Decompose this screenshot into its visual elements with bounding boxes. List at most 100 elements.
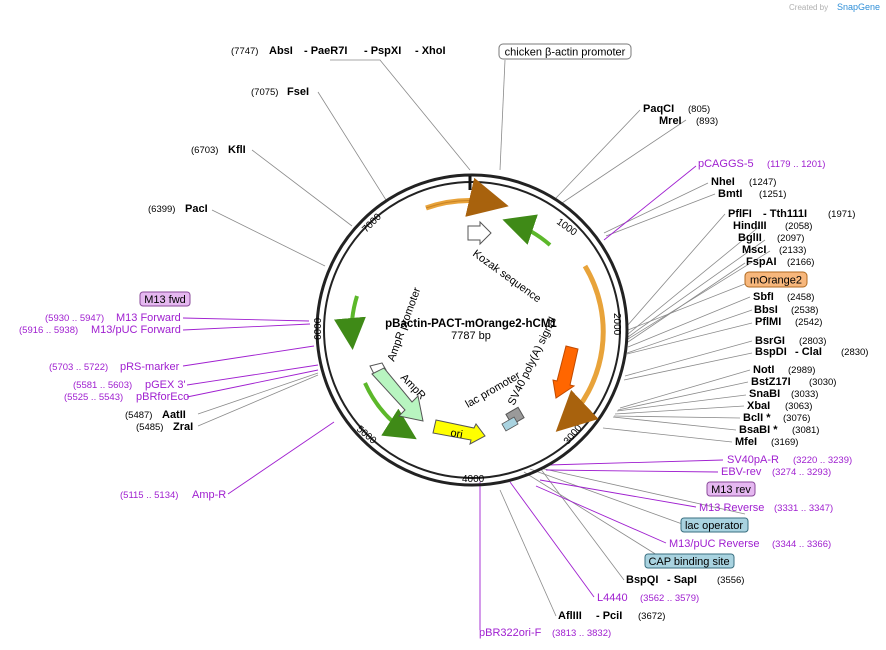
feature-box-cap-binding: CAP binding site <box>644 553 735 569</box>
site-fspai: FspAI (2166) <box>746 256 814 268</box>
primer-m13-puc-forward: (5916 .. 5938) M13/pUC Forward <box>19 324 181 336</box>
svg-text:Created by: Created by <box>789 3 828 12</box>
primer-pbr322ori-f: pBR322ori-F (3813 .. 3832) <box>479 627 611 639</box>
primer-m13-puc-reverse: M13/pUC Reverse (3344 .. 3366) <box>669 538 831 550</box>
site-paqci: PaqCI (805) <box>643 103 710 115</box>
svg-text:ZraI: ZraI <box>173 421 193 433</box>
svg-text:(3081): (3081) <box>792 425 819 436</box>
site-kfli: (6703) KflI <box>191 144 246 156</box>
svg-text:M13 rev: M13 rev <box>711 484 751 496</box>
site-nhei: NheI (1247) <box>711 176 776 188</box>
svg-text:(2830): (2830) <box>841 347 868 358</box>
primer-m13-forward: (5930 .. 5947) M13 Forward <box>45 312 181 324</box>
svg-text:(2097): (2097) <box>777 233 804 244</box>
svg-text:BbsI: BbsI <box>754 304 778 316</box>
svg-text:- ClaI: - ClaI <box>795 346 822 358</box>
svg-text:7787 bp: 7787 bp <box>451 330 491 342</box>
tick-4000: 4000 <box>462 474 485 485</box>
primer-sv40pa-r: SV40pA-R (3220 .. 3239) <box>727 454 852 466</box>
svg-text:(3220 .. 3239): (3220 .. 3239) <box>793 455 852 466</box>
site-bmti: BmtI (1251) <box>718 188 786 200</box>
svg-text:- PciI: - PciI <box>596 610 622 622</box>
svg-text:L4440: L4440 <box>597 592 628 604</box>
svg-text:M13 Reverse: M13 Reverse <box>699 502 764 514</box>
svg-text:BmtI: BmtI <box>718 188 742 200</box>
svg-text:- SapI: - SapI <box>667 574 697 586</box>
site-xbai: XbaI (3063) <box>747 400 812 412</box>
svg-text:(2989): (2989) <box>788 365 815 376</box>
site-bstz17i: BstZ17I (3030) <box>751 376 836 388</box>
site-afliii-group: AflIII - PciI (3672) <box>558 610 665 622</box>
svg-text:pCAGGS-5: pCAGGS-5 <box>698 158 754 170</box>
svg-text:CAP binding site: CAP binding site <box>648 556 729 568</box>
svg-text:BspDI: BspDI <box>755 346 787 358</box>
svg-text:- PaeR7I: - PaeR7I <box>304 45 347 57</box>
site-hindiii: HindIII (2058) <box>733 220 812 232</box>
svg-text:(5916 .. 5938): (5916 .. 5938) <box>19 325 78 336</box>
svg-text:(5115 .. 5134): (5115 .. 5134) <box>120 490 178 501</box>
svg-text:(3672): (3672) <box>638 611 665 622</box>
svg-text:AflIII: AflIII <box>558 610 582 622</box>
site-mrei: MreI (893) <box>659 115 718 127</box>
svg-text:M13/pUC Reverse: M13/pUC Reverse <box>669 538 759 550</box>
svg-text:- Tth111I: - Tth111I <box>763 208 807 220</box>
svg-text:(3274 .. 3293): (3274 .. 3293) <box>772 467 831 478</box>
svg-text:(3033): (3033) <box>791 389 818 400</box>
site-mfei: MfeI (3169) <box>735 436 798 448</box>
svg-text:(1179 .. 1201): (1179 .. 1201) <box>767 159 825 170</box>
svg-text:(2458): (2458) <box>787 292 814 303</box>
ori-label: ori <box>449 427 463 441</box>
svg-text:HindIII: HindIII <box>733 220 767 232</box>
site-pflfi-group: PflFI - Tth111I (1971) <box>728 208 855 220</box>
svg-text:(1247): (1247) <box>749 177 776 188</box>
svg-text:(5581 .. 5603): (5581 .. 5603) <box>73 380 132 391</box>
svg-text:XbaI: XbaI <box>747 400 770 412</box>
svg-text:pBactin-PACT-mOrange2-hCM1: pBactin-PACT-mOrange2-hCM1 <box>385 318 557 330</box>
svg-text:(2803): (2803) <box>799 336 826 347</box>
primer-pcaggs-5: pCAGGS-5 (1179 .. 1201) <box>698 158 825 170</box>
svg-text:(5703 .. 5722): (5703 .. 5722) <box>49 362 108 373</box>
svg-text:(893): (893) <box>696 116 718 127</box>
svg-text:BglII: BglII <box>738 232 762 244</box>
svg-text:BstZ17I: BstZ17I <box>751 376 791 388</box>
site-bspdi-group: BspDI - ClaI (2830) <box>755 346 868 358</box>
site-aatii: (5487) AatII <box>125 409 186 421</box>
svg-text:PacI: PacI <box>185 203 208 215</box>
primer-m13-reverse: M13 Reverse (3331 .. 3347) <box>699 502 833 514</box>
svg-text:(7747): (7747) <box>231 46 258 57</box>
primer-pbrforeco: (5525 .. 5543) pBRforEco <box>64 391 189 403</box>
svg-text:MscI: MscI <box>742 244 766 256</box>
svg-text:pGEX 3': pGEX 3' <box>145 379 186 391</box>
svg-text:(2166): (2166) <box>787 257 814 268</box>
tick-1000: 1000 <box>554 217 579 239</box>
svg-text:M13/pUC Forward: M13/pUC Forward <box>91 324 181 336</box>
feature-box-chicken-actin: chicken β-actin promoter <box>498 43 632 60</box>
site-bglii: BglII (2097) <box>738 232 804 244</box>
svg-text:(3562 .. 3579): (3562 .. 3579) <box>640 593 699 604</box>
svg-text:(3076): (3076) <box>783 413 810 424</box>
svg-text:PflMI: PflMI <box>755 316 781 328</box>
svg-text:- PspXI: - PspXI <box>364 45 401 57</box>
svg-text:PaqCI: PaqCI <box>643 103 674 115</box>
feature-box-lac-operator: lac operator <box>680 517 749 533</box>
svg-text:NotI: NotI <box>753 364 774 376</box>
kozak-label: Kozak sequence <box>470 248 543 306</box>
svg-text:KflI: KflI <box>228 144 246 156</box>
svg-text:- XhoI: - XhoI <box>415 45 446 57</box>
site-bsabi: BsaBI * (3081) <box>739 424 819 436</box>
svg-text:(1251): (1251) <box>759 189 786 200</box>
svg-text:(5487): (5487) <box>125 410 152 421</box>
site-xhoi-group: (7747) AbsI - PaeR7I - PspXI - XhoI <box>231 45 446 57</box>
primer-pgex-3: (5581 .. 5603) pGEX 3' <box>73 379 186 391</box>
svg-text:(3331 .. 3347): (3331 .. 3347) <box>774 503 833 514</box>
svg-text:(3169): (3169) <box>771 437 798 448</box>
svg-text:(1971): (1971) <box>828 209 855 220</box>
svg-text:PflFI: PflFI <box>728 208 752 220</box>
site-sbfi: SbfI (2458) <box>753 291 814 303</box>
tick-2000: 2000 <box>611 313 622 336</box>
site-bcli: BclI * (3076) <box>743 412 810 424</box>
tick-6000: 6000 <box>313 317 324 340</box>
svg-text:FspAI: FspAI <box>746 256 777 268</box>
svg-text:(2058): (2058) <box>785 221 812 232</box>
